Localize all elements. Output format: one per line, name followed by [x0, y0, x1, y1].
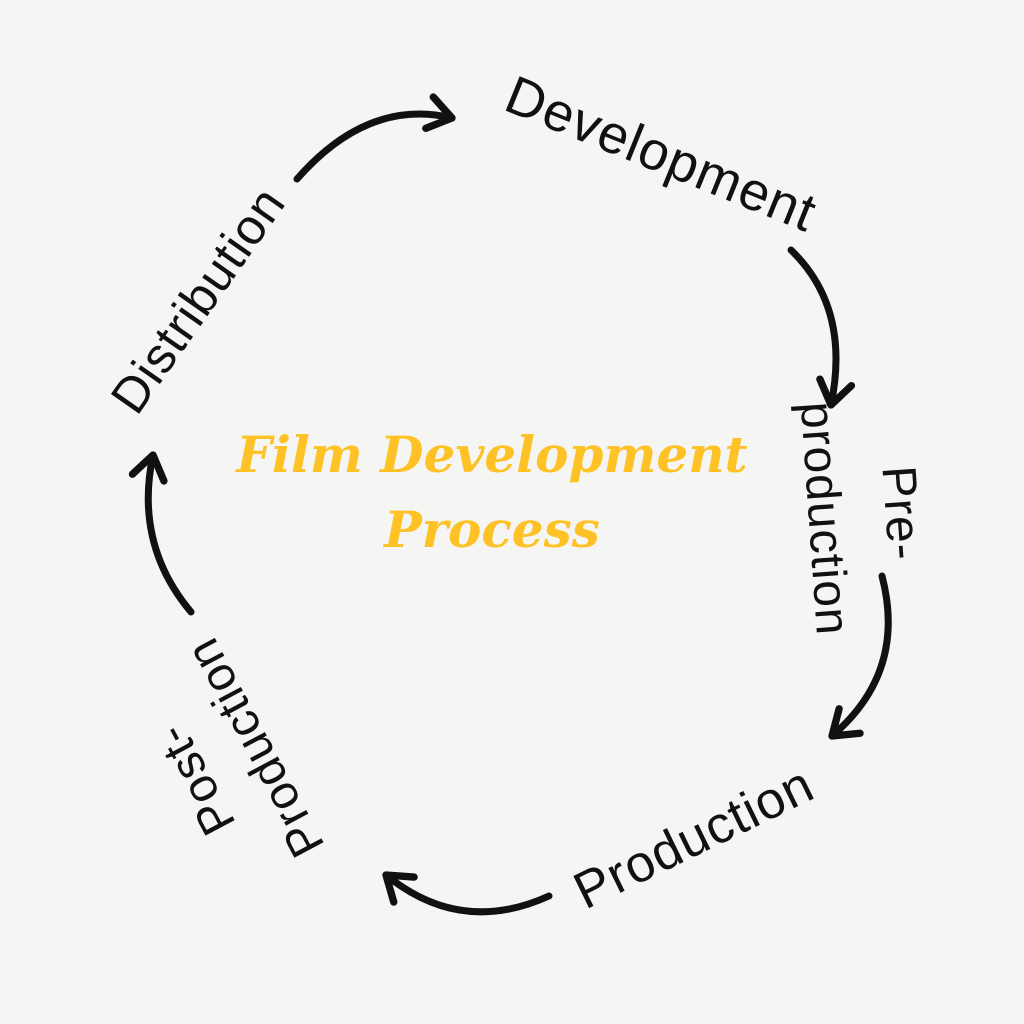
stage-pre-production-line1: Pre-	[871, 464, 931, 563]
arrow-distribution-to-development-icon	[293, 93, 456, 183]
diagram-title-line1: Film Development	[236, 425, 748, 484]
stage-pre-production-line2: production	[789, 399, 860, 638]
arrow-production-to-postproduction-icon	[382, 871, 553, 916]
stage-pre-production: Pre- production	[777, 394, 947, 638]
arrow-postproduction-to-distribution-icon	[128, 451, 195, 616]
diagram-title-line2: Process	[384, 500, 600, 559]
diagram-title: Film Development Process	[236, 417, 747, 567]
arrow-development-to-preproduction-icon	[787, 246, 856, 409]
arrow-preproduction-to-production-icon	[828, 572, 892, 740]
